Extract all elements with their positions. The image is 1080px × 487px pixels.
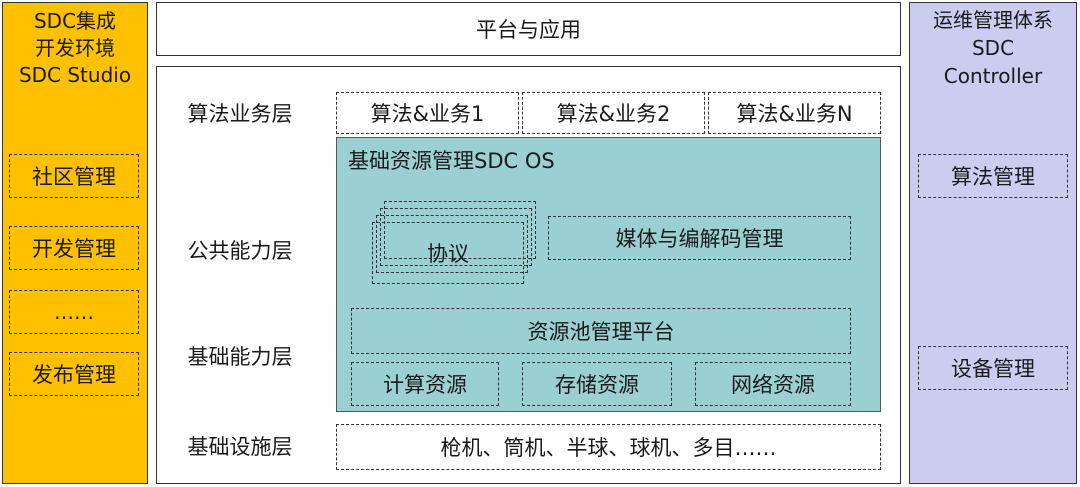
development-management-box: 开发管理 xyxy=(9,226,139,270)
sdc-studio-title-line-1: SDC集成 xyxy=(33,8,117,33)
sdc-studio-title-line-3: SDC Studio xyxy=(18,62,132,87)
sdc-controller-title: 运维管理体系 SDC Controller xyxy=(909,6,1077,90)
sdc-studio-title-line-2: 开发环境 xyxy=(35,35,115,60)
device-management-box: 设备管理 xyxy=(918,346,1068,390)
protocol-stack-layer-3 xyxy=(376,215,528,273)
compute-resource-box: 计算资源 xyxy=(351,362,499,406)
platform-application-bar: 平台与应用 xyxy=(156,2,901,56)
sdc-controller-title-line-2: SDC xyxy=(971,36,1015,60)
protocol-box: 协议 xyxy=(372,222,524,284)
algorithm-business-1-box: 算法&业务1 xyxy=(336,92,519,134)
protocol-stack-layer-2 xyxy=(380,208,532,266)
media-codec-management-box: 媒体与编解码管理 xyxy=(548,216,851,260)
algorithm-business-layer-label: 算法业务层 xyxy=(187,102,293,126)
ellipsis-box: …… xyxy=(9,290,139,334)
network-resource-box: 网络资源 xyxy=(695,362,851,406)
sdc-os-area xyxy=(336,137,881,412)
sdc-studio-panel xyxy=(2,2,148,484)
sdc-controller-title-line-1: 运维管理体系 xyxy=(933,8,1053,32)
resource-pool-management-box: 资源池管理平台 xyxy=(351,308,851,354)
release-management-box: 发布管理 xyxy=(9,352,139,396)
protocol-stack-layer-1 xyxy=(384,201,536,259)
sdc-controller-title-line-3: Controller xyxy=(943,64,1043,88)
storage-resource-box: 存储资源 xyxy=(522,362,672,406)
infrastructure-devices-box: 枪机、筒机、半球、球机、多目…… xyxy=(336,424,881,470)
infrastructure-layer-label: 基础设施层 xyxy=(187,435,293,459)
algorithm-management-box: 算法管理 xyxy=(918,154,1068,198)
sdc-controller-panel xyxy=(909,2,1077,484)
sdc-studio-title: SDC集成 开发环境 SDC Studio xyxy=(2,8,148,88)
community-management-box: 社区管理 xyxy=(9,154,139,198)
algorithm-business-2-box: 算法&业务2 xyxy=(522,92,705,134)
algorithm-business-n-box: 算法&业务N xyxy=(708,92,881,134)
public-capability-layer-label: 公共能力层 xyxy=(187,239,293,263)
protocol-label: 协议 xyxy=(427,242,469,266)
base-capability-layer-label: 基础能力层 xyxy=(187,345,293,369)
sdc-os-title: 基础资源管理SDC OS xyxy=(348,149,555,173)
